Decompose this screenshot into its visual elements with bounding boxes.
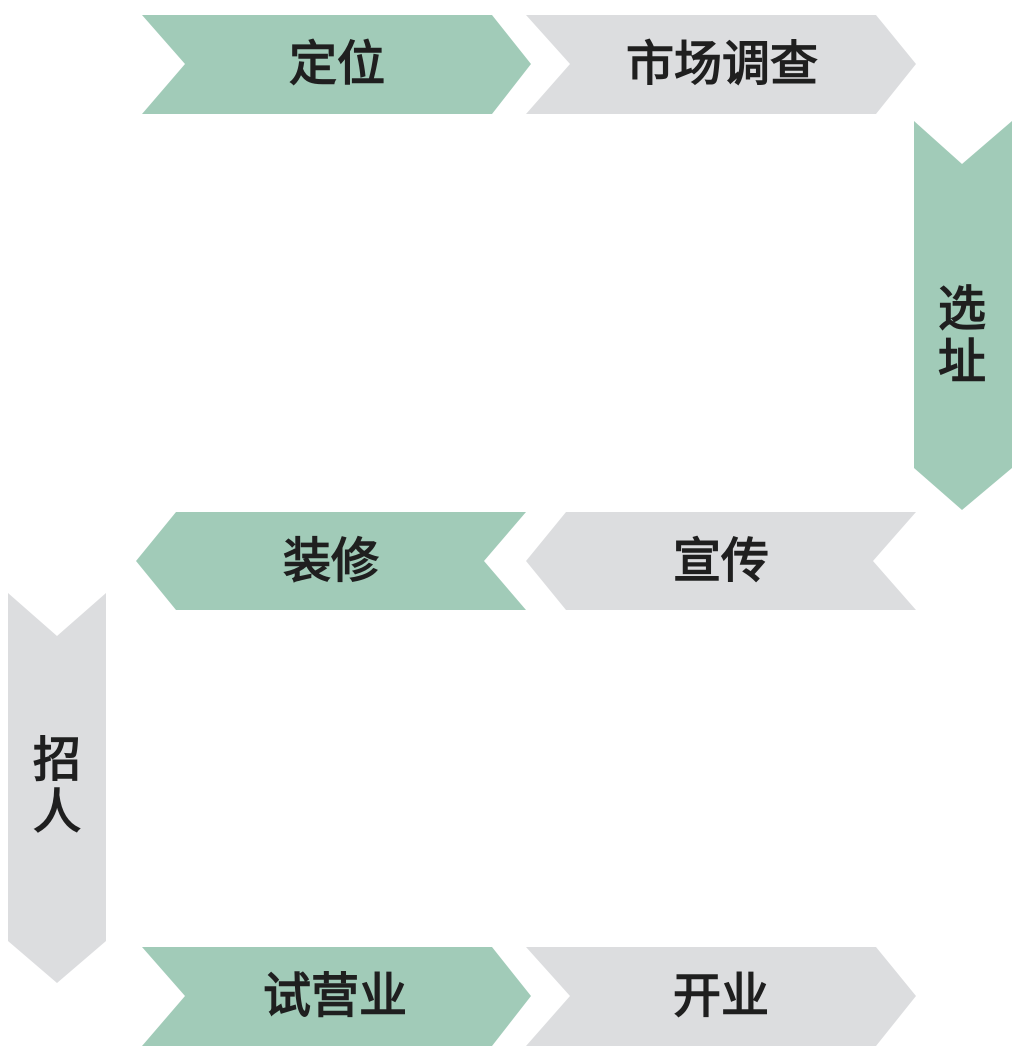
step-3-chevron: 选 址 bbox=[914, 121, 1012, 510]
step-5-chevron: 装修 bbox=[136, 512, 526, 610]
step-7-label: 试营业 bbox=[263, 968, 407, 1024]
step-7-chevron: 试营业 bbox=[142, 947, 531, 1046]
step-2-label: 市场调查 bbox=[626, 36, 818, 92]
step-3-label-char-2: 址 bbox=[938, 334, 986, 390]
step-6-label-char-2: 人 bbox=[33, 784, 81, 840]
step-4-label: 宣传 bbox=[673, 533, 769, 589]
step-1-chevron: 定位 bbox=[142, 15, 531, 114]
step-5-label: 装修 bbox=[283, 533, 380, 589]
step-1-label: 定位 bbox=[289, 36, 385, 92]
step-2-chevron: 市场调查 bbox=[526, 15, 916, 114]
step-4-chevron: 宣传 bbox=[526, 512, 916, 610]
step-6-label-char-1: 招 bbox=[33, 732, 81, 788]
step-8-chevron: 开业 bbox=[526, 947, 916, 1046]
step-8-label: 开业 bbox=[673, 968, 769, 1024]
step-3-label-char-1: 选 bbox=[938, 281, 986, 337]
step-6-chevron: 招 人 bbox=[8, 593, 106, 983]
